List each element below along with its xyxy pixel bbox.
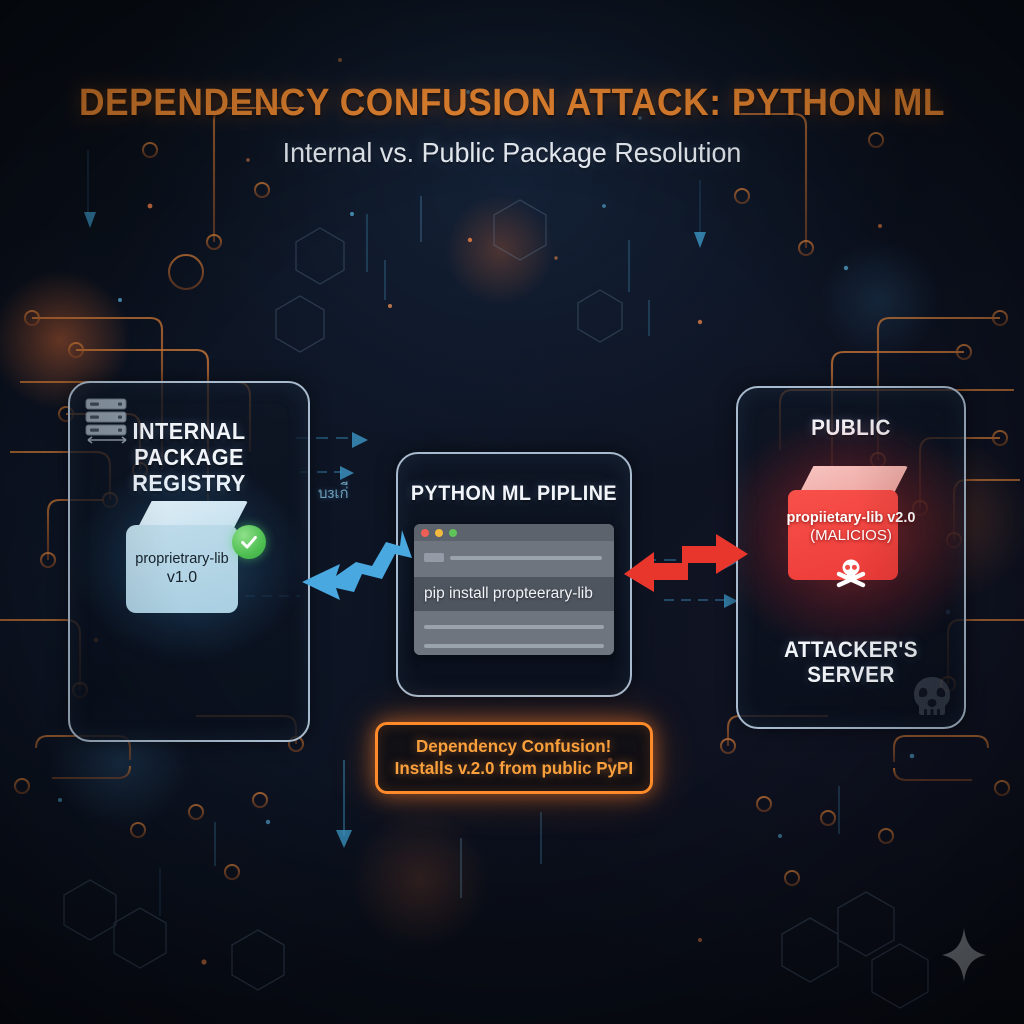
terminal-window[interactable]: pip install propteerary-lib	[414, 524, 614, 655]
internal-package-graphic: proprietrary-lib v1.0	[74, 461, 304, 661]
malicious-package-label: propiietary-lib v2.0 (MALICIOS)	[754, 510, 948, 544]
page-title: DEPENDENCY CONFUSION ATTACK: PYTHON ML	[78, 82, 946, 124]
internal-package-name: proprietrary-lib	[135, 550, 229, 567]
terminal-minimize-dot[interactable]	[435, 528, 443, 537]
package-body: proprietrary-lib v1.0	[126, 525, 238, 613]
four-point-star-icon	[942, 928, 986, 982]
skull-icon	[914, 677, 950, 716]
terminal-command-text: pip install propteerary-lib	[424, 585, 593, 602]
terminal-titlebar	[414, 524, 614, 541]
decor-glyph-text: บзเก่ี	[318, 485, 349, 502]
skull-crossbones-icon	[836, 559, 866, 588]
card-public-footer-line1: ATTACKER'S	[783, 637, 919, 662]
terminal-maximize-dot[interactable]	[449, 528, 457, 537]
card-python-ml-pipeline[interactable]: PYTHON ML PIPLINE pip install propteerar…	[396, 452, 632, 697]
card-public-attacker[interactable]: PUBLIC propiietary-lib v2.0 (MALICIOS) A…	[736, 386, 966, 729]
card-pipeline-title: PYTHON ML PIPLINE	[410, 482, 618, 505]
card-internal-title-line1: INTERNAL	[132, 418, 246, 444]
blue-lightning-arrow-left	[302, 530, 412, 600]
callout-line2: Installs v.2.0 from public PyPI	[394, 758, 634, 778]
terminal-close-dot[interactable]	[421, 528, 429, 537]
terminal-command-row[interactable]: pip install propteerary-lib	[414, 577, 614, 611]
card-internal-registry[interactable]: INTERNAL PACKAGE REGISTRY proprietrary-l…	[68, 381, 310, 742]
internal-package-version: v1.0	[166, 569, 198, 587]
page-subtitle: Internal vs. Public Package Resolution	[282, 137, 742, 168]
dependency-confusion-callout[interactable]: Dependency Confusion! Installs v.2.0 fro…	[375, 722, 653, 794]
terminal-filler-line	[424, 625, 604, 629]
terminal-filler-line	[424, 644, 604, 648]
circuit-bottom-right	[719, 714, 1011, 887]
callout-line1: Dependency Confusion!	[416, 736, 612, 757]
header-block: DEPENDENCY CONFUSION ATTACK: PYTHON ML I…	[0, 82, 1024, 169]
green-check-icon	[232, 525, 266, 559]
red-lightning-arrow-bidirectional	[624, 534, 748, 592]
terminal-filler-line	[450, 556, 602, 560]
terminal-body: pip install propteerary-lib	[414, 541, 614, 655]
malicious-package-name: propiietary-lib v2.0	[786, 510, 916, 526]
malicious-package-tag: (MALICIOS)	[810, 526, 892, 544]
malicious-package-graphic: propiietary-lib v2.0 (MALICIOS)	[738, 413, 964, 654]
terminal-prompt-block	[424, 553, 444, 562]
